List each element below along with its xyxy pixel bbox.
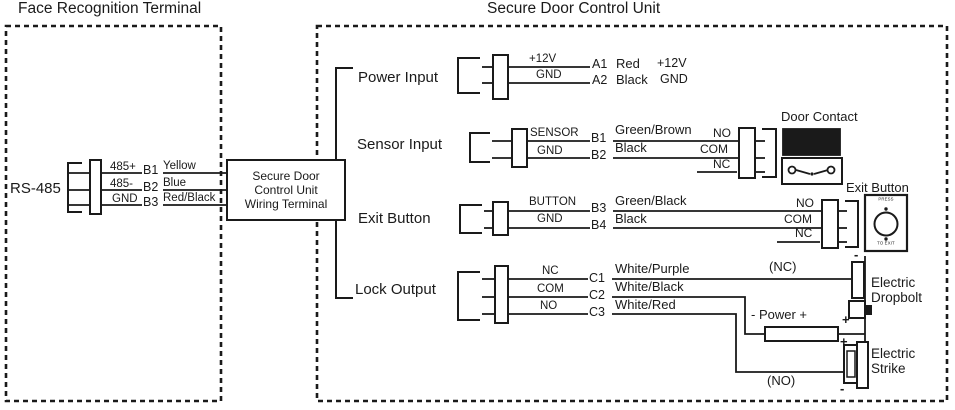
exit-pin-gnd: GND — [537, 213, 563, 225]
sensor-contact-com: COM — [700, 142, 728, 156]
electric-dropbolt-symbol — [848, 261, 872, 319]
strike-plus-sign: + — [840, 334, 848, 349]
wiring-terminal-line1: Secure Door — [252, 169, 320, 183]
lock-no-tag: (NO) — [767, 373, 796, 388]
face-terminal-enclosure — [4, 24, 223, 403]
rs485-connector — [67, 159, 227, 215]
sensor-input-connector — [469, 127, 777, 179]
right-panel-title: Secure Door Control Unit — [487, 0, 661, 17]
sensor-terminal-b1: B1 — [591, 131, 607, 145]
rs485-pin-485n: 485- — [110, 178, 134, 190]
power-terminal-a1: A1 — [592, 57, 608, 71]
lock-pin-no: NO — [540, 300, 558, 312]
wiring-terminal-label: Secure Door Control Unit Wiring Terminal — [227, 160, 345, 220]
exit-wire-greenblack: Green/Black — [615, 193, 687, 208]
lock-power-symbol — [764, 256, 866, 343]
rs485-terminal-b2: B2 — [143, 180, 159, 194]
sensor-wire-greenbrown: Green/Brown — [615, 122, 692, 137]
rs485-terminal-b3: B3 — [143, 195, 159, 209]
lock-nc-tag: (NC) — [769, 259, 797, 274]
lock-terminal-c1: C1 — [589, 271, 605, 285]
rs485-pin-485p: 485+ — [110, 161, 136, 173]
lock-pin-com: COM — [537, 283, 564, 295]
exit-pin-button: BUTTON — [529, 196, 577, 208]
power-signal-gnd: GND — [660, 72, 688, 86]
exit-terminal-b4: B4 — [591, 218, 607, 232]
exit-button-symbol — [863, 193, 909, 253]
rs485-wire-blue: Blue — [163, 177, 187, 189]
sensor-terminal-b2: B2 — [591, 148, 607, 162]
sensor-pin-sensor: SENSOR — [530, 127, 579, 139]
exit-contact-nc: NC — [795, 226, 813, 240]
lock-terminal-c2: C2 — [589, 288, 605, 302]
lock-pin-nc: NC — [542, 265, 559, 277]
exit-device-toexit-text: TO EXIT — [877, 241, 895, 247]
exit-terminal-b3: B3 — [591, 201, 607, 215]
rs485-wire-yellow: Yellow — [163, 160, 196, 172]
lock-output-connector — [457, 265, 852, 373]
lock-wire-whitered: White/Red — [615, 297, 676, 312]
dropbolt-plus-sign: + — [842, 312, 850, 327]
power-wire-red: Red — [616, 56, 640, 71]
power-input-label: Power Input — [358, 69, 439, 86]
door-contact-label: Door Contact — [781, 109, 858, 124]
rs485-label: RS-485 — [10, 180, 61, 197]
sensor-contact-no: NO — [713, 126, 731, 140]
dropbolt-name-line2: Dropbolt — [871, 290, 923, 305]
lock-wire-whitepurple: White/Purple — [615, 261, 690, 276]
lock-power-label: - Power + — [751, 307, 807, 322]
door-contact-symbol — [781, 128, 843, 185]
wiring-terminal-line2: Control Unit — [254, 183, 318, 197]
exit-button-connector — [459, 199, 859, 249]
exit-device-press-text: PRESS — [878, 197, 894, 203]
power-pin-gnd: GND — [536, 69, 562, 81]
lock-wire-whiteblack: White/Black — [615, 279, 684, 294]
wiring-terminal-line3: Wiring Terminal — [244, 197, 328, 211]
power-input-connector — [457, 54, 590, 100]
power-pin-12v: +12V — [529, 53, 557, 65]
sensor-wire-black: Black — [615, 140, 647, 155]
exit-wire-black: Black — [615, 211, 647, 226]
lock-output-label: Lock Output — [355, 281, 436, 298]
sensor-contact-nc: NC — [713, 157, 731, 171]
strike-minus-sign: - — [840, 381, 845, 396]
rs485-pin-gnd: GND — [112, 193, 138, 205]
strike-name-line2: Strike — [871, 361, 906, 376]
exit-button-label: Exit Button — [358, 210, 431, 227]
rs485-terminal-b1: B1 — [143, 163, 159, 177]
dropbolt-minus-sign: - — [854, 247, 859, 262]
sensor-pin-gnd: GND — [537, 145, 563, 157]
strike-name-line1: Electric — [871, 346, 916, 361]
exit-contact-no: NO — [796, 196, 814, 210]
power-signal-12v: +12V — [657, 56, 687, 70]
lock-terminal-c3: C3 — [589, 305, 605, 319]
left-panel-title: Face Recognition Terminal — [18, 0, 202, 17]
power-wire-black: Black — [616, 72, 648, 87]
rs485-wire-redblack: Red/Black — [163, 192, 216, 204]
electric-strike-symbol — [843, 341, 869, 389]
sensor-input-label: Sensor Input — [357, 136, 443, 153]
exit-device-label: Exit Button — [846, 180, 909, 195]
exit-contact-com: COM — [784, 212, 812, 226]
power-terminal-a2: A2 — [592, 73, 608, 87]
dropbolt-name-line1: Electric — [871, 275, 916, 290]
